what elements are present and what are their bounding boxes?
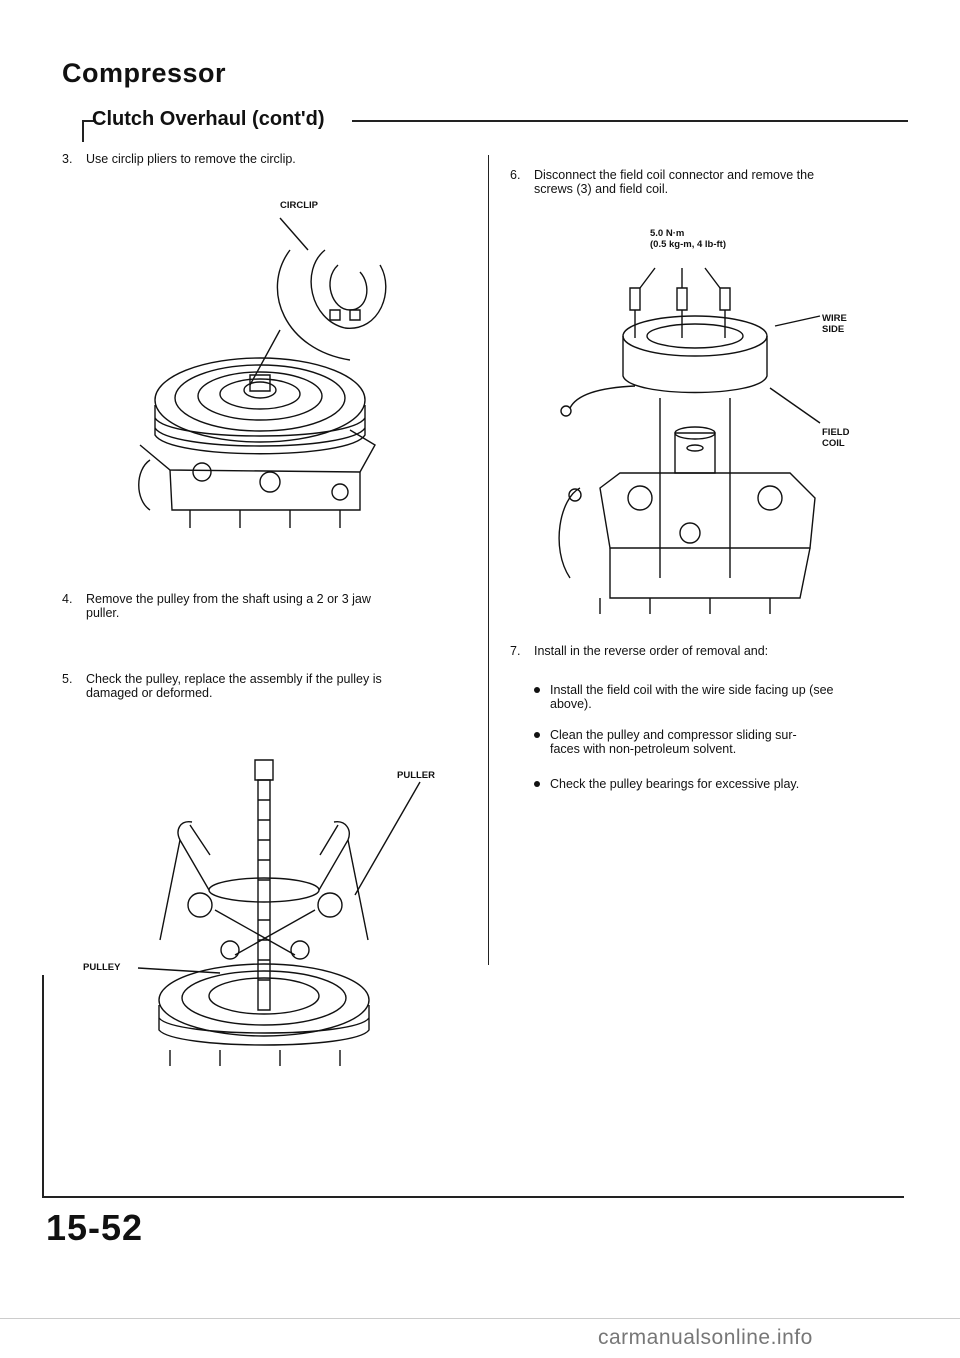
step-3: 3. Use circlip pliers to remove the circ… (62, 152, 462, 168)
bullet-dot (534, 781, 540, 787)
field-coil-illustration (540, 258, 880, 620)
step-number: 7. (510, 644, 521, 658)
label-line: COIL (822, 438, 845, 449)
step-number: 3. (62, 152, 73, 166)
footer-rule (42, 1196, 904, 1198)
wire-side-label: WIRE SIDE (822, 313, 847, 335)
bullet-item: Clean the pulley and compressor sliding … (534, 728, 914, 758)
puller-label: PULLER (397, 770, 435, 781)
section-rule-right (352, 120, 908, 122)
step-text-line: Disconnect the field coil connector and … (534, 168, 815, 182)
bullet-text-line: above). (550, 697, 592, 711)
bullet-item: Install the field coil with the wire sid… (534, 683, 914, 713)
watermark: carmanualsonline.info (598, 1326, 813, 1349)
step-number: 4. (62, 592, 73, 606)
watermark-bar (0, 1318, 960, 1319)
step-5: 5. Check the pulley, replace the assembl… (62, 672, 482, 702)
page-number: 15-52 (46, 1207, 144, 1248)
label-line: SIDE (822, 324, 845, 335)
circlip-removal-illustration (110, 210, 410, 530)
bullet-text-line: Clean the pulley and compressor sliding … (550, 728, 797, 742)
torque-spec: 5.0 N·m (0.5 kg-m, 4 lb-ft) (650, 228, 726, 250)
bullet-text-line: faces with non-petroleum solvent. (550, 742, 737, 756)
step-text-line: puller. (86, 606, 120, 620)
step-6: 6. Disconnect the field coil connector a… (510, 168, 930, 198)
section-subtitle: Clutch Overhaul (cont'd) (92, 108, 325, 130)
bullet-text-line: Install the field coil with the wire sid… (550, 683, 834, 697)
step-text-line: Check the pulley, replace the assembly i… (86, 672, 382, 686)
label-line: FIELD (822, 427, 850, 438)
puller-illustration (120, 760, 420, 1070)
column-divider (488, 155, 489, 965)
step-number: 5. (62, 672, 73, 686)
bullet-dot (534, 732, 540, 738)
step-text: Install in the reverse order of removal … (534, 644, 769, 658)
step-7: 7. Install in the reverse order of remov… (510, 644, 930, 660)
step-text-line: damaged or deformed. (86, 686, 213, 700)
circlip-label: CIRCLIP (280, 200, 318, 211)
step-number: 6. (510, 168, 521, 182)
torque-conversion: (0.5 kg-m, 4 lb-ft) (650, 239, 727, 250)
page-title: Compressor (62, 58, 227, 88)
step-text: Use circlip pliers to remove the circlip… (86, 152, 296, 166)
label-line: WIRE (822, 313, 847, 324)
torque-value: 5.0 N·m (650, 228, 685, 239)
bullet-text-line: Check the pulley bearings for excessive … (550, 777, 800, 791)
footer-rule-vertical (42, 975, 44, 1197)
pulley-label: PULLEY (83, 962, 121, 973)
field-coil-label: FIELD COIL (822, 427, 849, 449)
step-text-line: screws (3) and field coil. (534, 182, 669, 196)
step-4: 4. Remove the pulley from the shaft usin… (62, 592, 482, 622)
bullet-item: Check the pulley bearings for excessive … (534, 777, 914, 793)
step-text-line: Remove the pulley from the shaft using a… (86, 592, 371, 606)
bullet-dot (534, 687, 540, 693)
section-rule-vertical (82, 120, 84, 142)
section-rule-left (82, 120, 94, 122)
